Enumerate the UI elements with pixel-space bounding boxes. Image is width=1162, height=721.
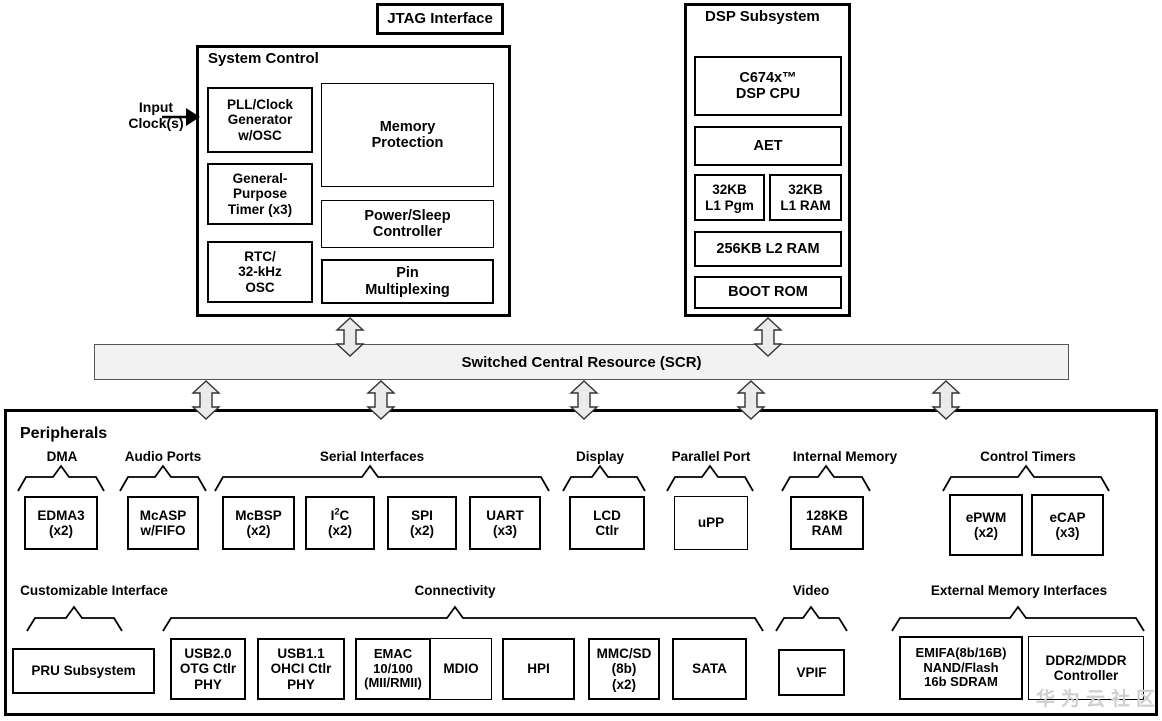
block-label: RTC/ 32-kHz OSC bbox=[238, 249, 282, 295]
block-label: LCD Ctlr bbox=[593, 507, 621, 538]
block-boot-rom: BOOT ROM bbox=[694, 276, 842, 309]
bus-label: Switched Central Resource (SCR) bbox=[461, 353, 702, 371]
group-label-serial-interfaces: Serial Interfaces bbox=[319, 449, 425, 464]
block-i2c: I2C (x2) bbox=[305, 496, 375, 550]
group-label-video: Video bbox=[792, 583, 830, 598]
block-general-purpose-timer: General- Purpose Timer (x3) bbox=[207, 163, 313, 225]
block-256kb-l2-ram: 256KB L2 RAM bbox=[694, 231, 842, 267]
block-mcbsp: McBSP (x2) bbox=[222, 496, 295, 550]
block-128kb-ram: 128KB RAM bbox=[790, 496, 864, 550]
group-peripherals-title: Peripherals bbox=[20, 425, 108, 442]
group-label-connectivity: Connectivity bbox=[414, 583, 496, 598]
group-label-display: Display bbox=[575, 449, 625, 464]
block-label: 128KB RAM bbox=[805, 507, 849, 538]
block-label: MDIO bbox=[443, 661, 479, 677]
block-sata: SATA bbox=[672, 638, 747, 700]
block-mdio: MDIO bbox=[430, 638, 492, 700]
block-emac: EMAC 10/100 (MII/RMII) bbox=[355, 638, 431, 700]
block-mmc-sd: MMC/SD (8b) (x2) bbox=[588, 638, 660, 700]
group-system-control-title: System Control bbox=[208, 50, 319, 67]
block-ddr2-mddr-controller: DDR2/MDDR Controller bbox=[1028, 636, 1144, 700]
block-label: 32KB L1 Pgm bbox=[705, 182, 754, 213]
block-jtag-interface: JTAG Interface bbox=[376, 3, 504, 35]
block-32kb-l1-ram: 32KB L1 RAM bbox=[769, 174, 842, 221]
block-label: Pin Multiplexing bbox=[365, 265, 450, 298]
block-usb20-otg: USB2.0 OTG Ctlr PHY bbox=[170, 638, 246, 700]
group-label-control-timers: Control Timers bbox=[980, 449, 1076, 464]
block-label: Memory Protection bbox=[371, 118, 444, 151]
block-label: EMAC 10/100 (MII/RMII) bbox=[364, 646, 422, 691]
block-vpif: VPIF bbox=[778, 649, 845, 696]
group-label-external-memory-interfaces: External Memory Interfaces bbox=[930, 583, 1108, 598]
block-label: BOOT ROM bbox=[728, 284, 808, 301]
block-pll-clock-generator: PLL/Clock Generator w/OSC bbox=[207, 87, 313, 153]
block-usb11-ohci: USB1.1 OHCI Ctlr PHY bbox=[257, 638, 345, 700]
block-memory-protection: Memory Protection bbox=[321, 83, 494, 187]
block-label: USB2.0 OTG Ctlr PHY bbox=[179, 646, 237, 692]
block-label: EMIFA(8b/16B) NAND/Flash 16b SDRAM bbox=[915, 645, 1007, 690]
block-lcd-ctlr: LCD Ctlr bbox=[569, 496, 645, 550]
block-mcasp: McASP w/FIFO bbox=[127, 496, 199, 550]
block-upp: uPP bbox=[674, 496, 748, 550]
block-epwm: ePWM (x2) bbox=[949, 494, 1023, 556]
group-label-audio-ports: Audio Ports bbox=[124, 449, 202, 464]
block-pin-multiplexing: Pin Multiplexing bbox=[321, 259, 494, 304]
block-label: uPP bbox=[697, 515, 725, 531]
block-label: PRU Subsystem bbox=[31, 663, 136, 679]
block-label: McBSP (x2) bbox=[235, 507, 282, 538]
block-label: MMC/SD (8b) (x2) bbox=[596, 646, 652, 692]
group-label-parallel-port: Parallel Port bbox=[671, 449, 751, 464]
block-aet: AET bbox=[694, 126, 842, 166]
block-label: SPI (x2) bbox=[409, 507, 434, 538]
input-clock-line2: Clock(s) bbox=[128, 115, 184, 132]
block-label: 32KB L1 RAM bbox=[780, 182, 831, 213]
block-label: HPI bbox=[527, 661, 550, 677]
block-label: Power/Sleep Controller bbox=[364, 207, 451, 240]
block-label: McASP w/FIFO bbox=[139, 507, 187, 538]
block-label: USB1.1 OHCI Ctlr PHY bbox=[270, 646, 332, 692]
block-emifa: EMIFA(8b/16B) NAND/Flash 16b SDRAM bbox=[899, 636, 1023, 700]
group-label-customizable-interface: Customizable Interface bbox=[20, 583, 168, 598]
input-clock-line1: Input bbox=[138, 99, 174, 115]
group-label-internal-memory: Internal Memory bbox=[792, 449, 898, 464]
block-rtc-32khz-osc: RTC/ 32-kHz OSC bbox=[207, 241, 313, 303]
group-dsp-subsystem-title: DSP Subsystem bbox=[705, 8, 820, 25]
block-label: C674x™ DSP CPU bbox=[735, 69, 801, 102]
block-label: 256KB L2 RAM bbox=[716, 240, 820, 257]
block-label: EDMA3 (x2) bbox=[37, 507, 85, 538]
block-32kb-l1-pgm: 32KB L1 Pgm bbox=[694, 174, 765, 221]
block-label: JTAG Interface bbox=[387, 9, 493, 27]
input-clock-label: Input Clock(s) bbox=[116, 99, 196, 131]
block-pru-subsystem: PRU Subsystem bbox=[12, 648, 155, 694]
block-label: ePWM (x2) bbox=[965, 509, 1007, 540]
block-label: SATA bbox=[692, 661, 727, 677]
block-label: General- Purpose Timer (x3) bbox=[227, 171, 293, 217]
block-edma3: EDMA3 (x2) bbox=[24, 496, 98, 550]
block-ecap: eCAP (x3) bbox=[1031, 494, 1104, 556]
group-label-dma: DMA bbox=[46, 449, 78, 464]
block-hpi: HPI bbox=[502, 638, 575, 700]
block-c674x-dsp-cpu: C674x™ DSP CPU bbox=[694, 56, 842, 116]
block-power-sleep-controller: Power/Sleep Controller bbox=[321, 200, 494, 248]
i2c-superscript-text: I2C bbox=[330, 506, 350, 523]
watermark: 华为云社区 bbox=[1036, 689, 1162, 710]
block-label: PLL/Clock Generator w/OSC bbox=[226, 97, 293, 143]
block-uart: UART (x3) bbox=[469, 496, 541, 550]
block-label: VPIF bbox=[796, 664, 827, 680]
block-label: AET bbox=[753, 137, 783, 154]
block-label: eCAP (x3) bbox=[1049, 509, 1086, 540]
block-spi: SPI (x2) bbox=[387, 496, 457, 550]
block-label: DDR2/MDDR Controller bbox=[1045, 652, 1127, 683]
block-label: I2C (x2) bbox=[327, 506, 352, 538]
bus-switched-central-resource: Switched Central Resource (SCR) bbox=[94, 344, 1069, 380]
block-label: UART (x3) bbox=[486, 507, 524, 538]
